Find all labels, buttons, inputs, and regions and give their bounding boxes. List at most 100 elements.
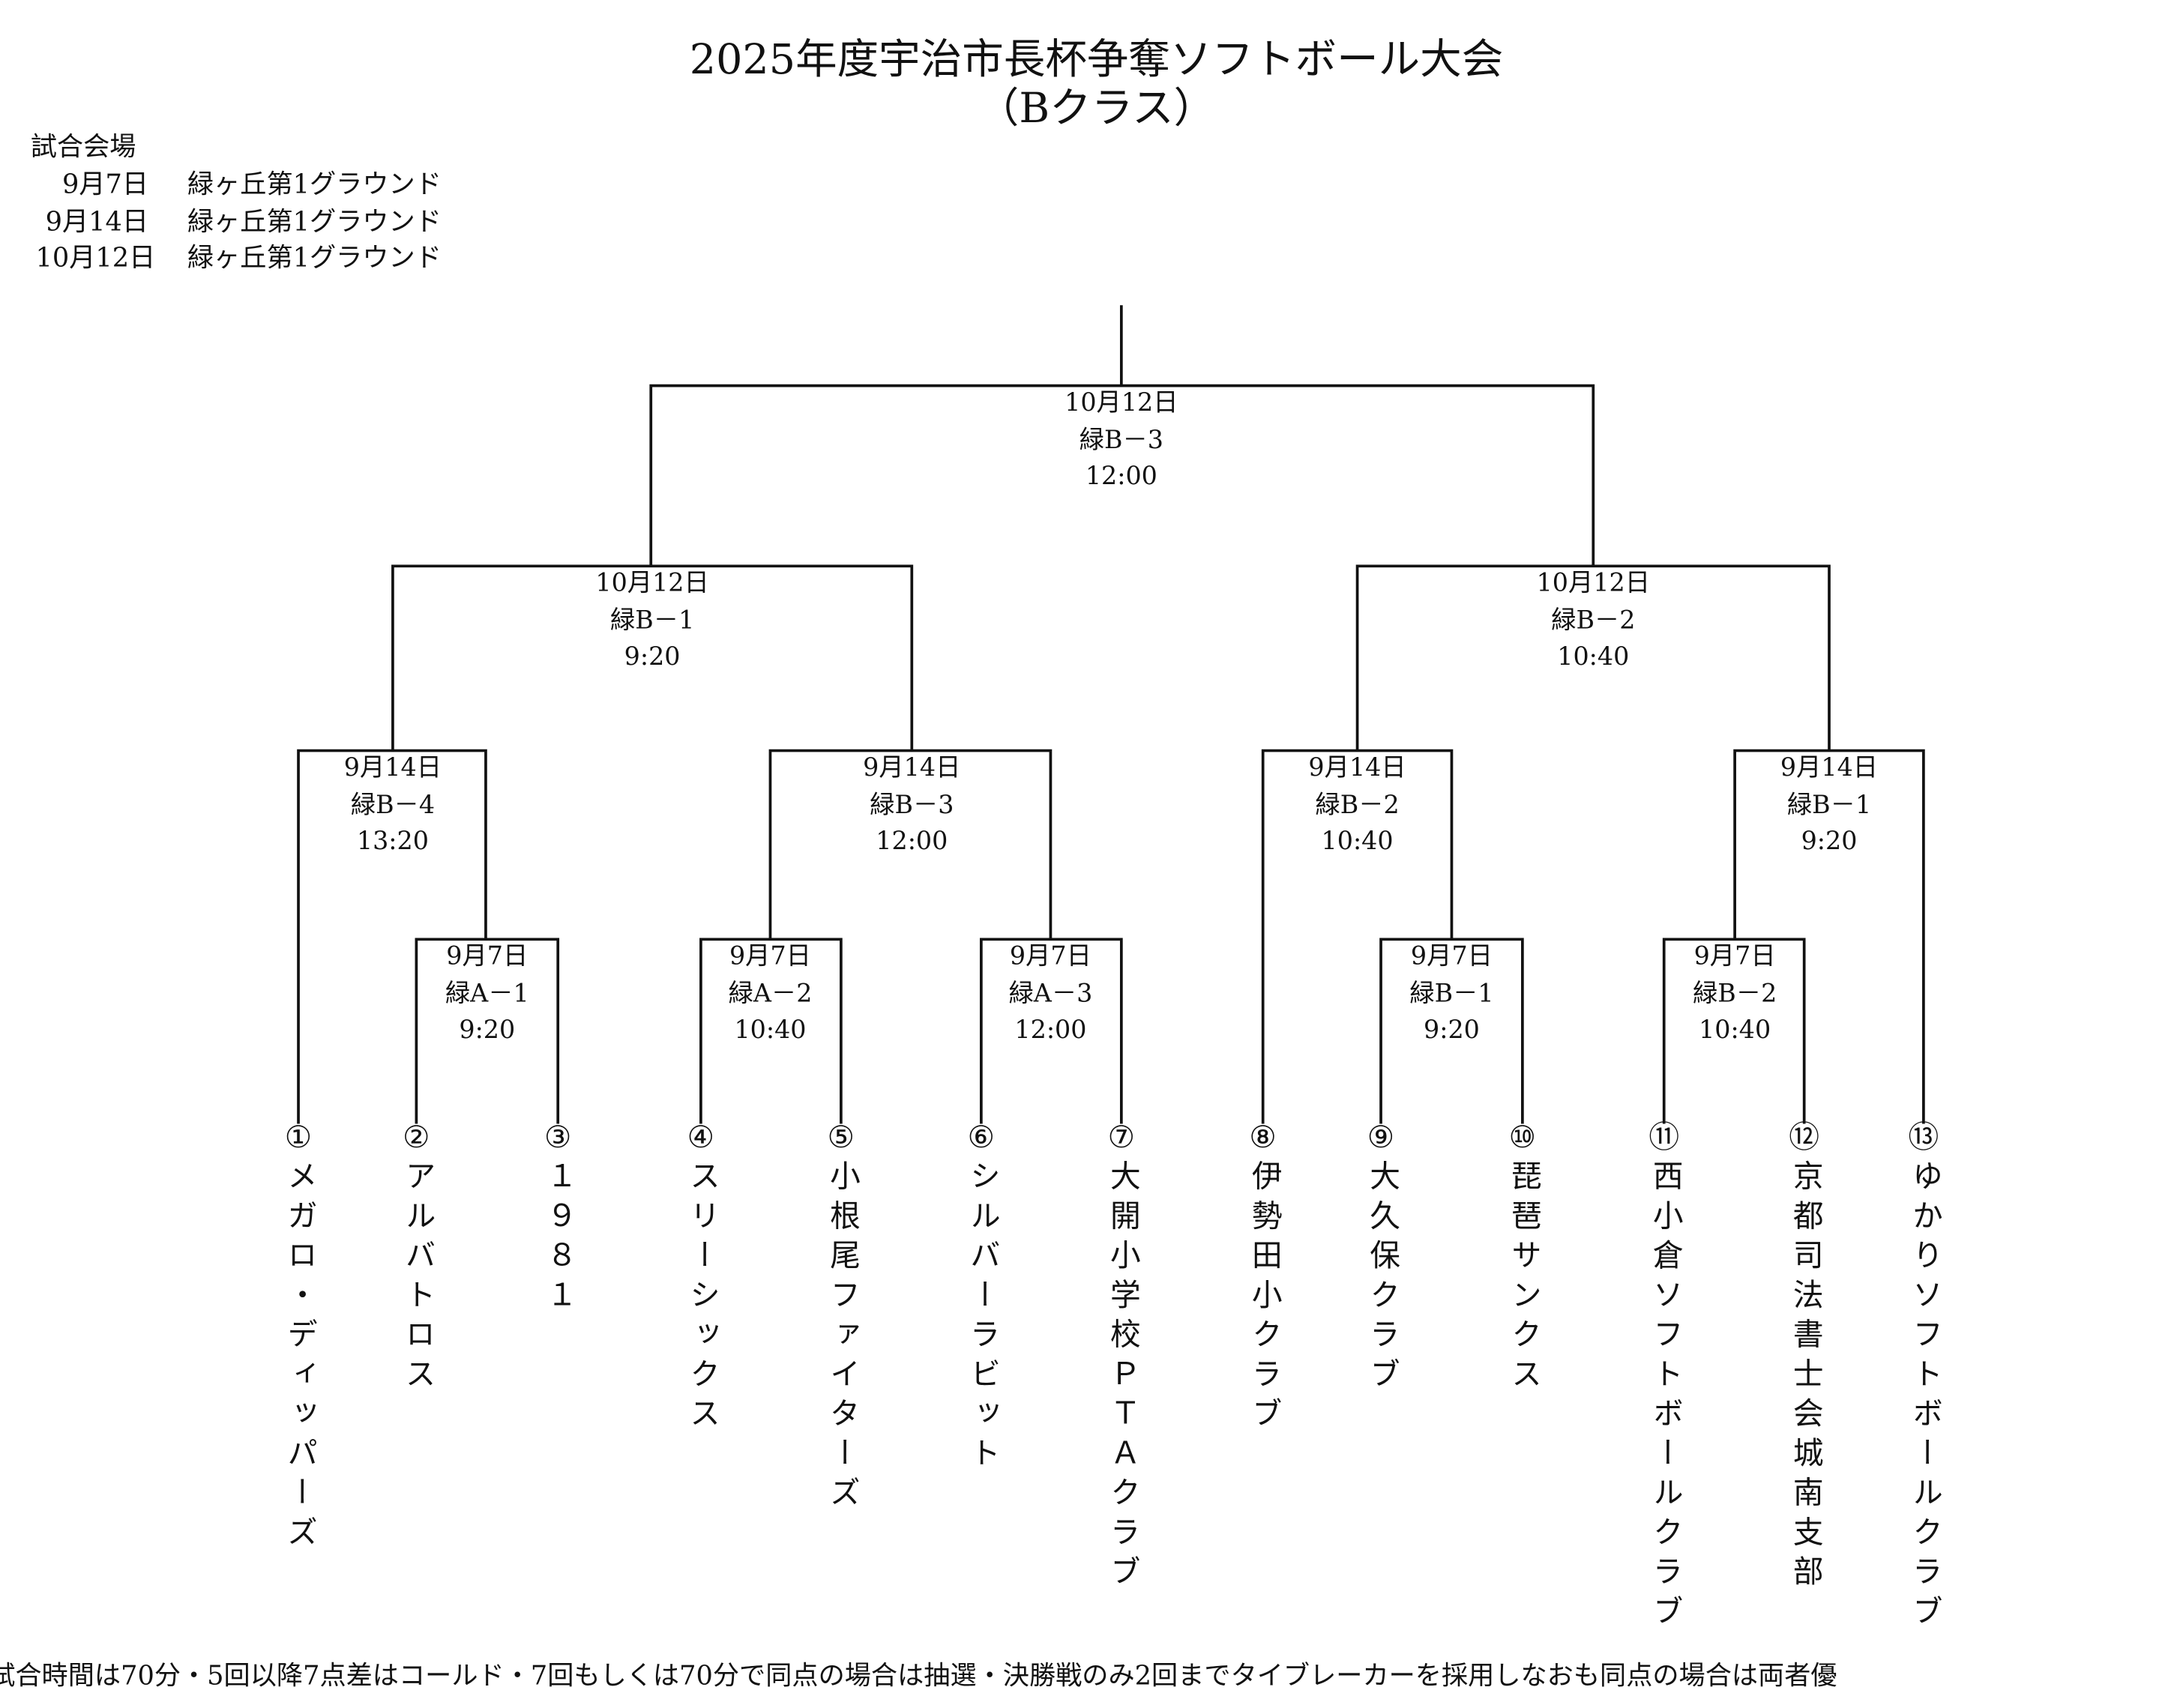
bracket-line-r1d <box>1379 938 1524 1124</box>
team-name: 小根尾ファイターズ <box>824 1159 859 1516</box>
bracket-line-qf1 <box>297 749 487 1124</box>
bracket-line-qf2 <box>768 749 1053 940</box>
match-info-r1c: 9月7日 緑A－3 12:00 <box>954 939 1148 1049</box>
match-court: 緑A－2 <box>728 979 813 1008</box>
match-info-r1e: 9月7日 緑B－2 10:40 <box>1638 939 1832 1049</box>
team-name: メガロ・ディッパーズ <box>281 1159 317 1556</box>
team-name: 伊勢田小クラブ <box>1246 1159 1281 1437</box>
match-info-qf2: 9月14日 緑B－3 12:00 <box>815 751 1009 861</box>
title-line-2: （Bクラス） <box>977 84 1216 133</box>
bracket-line-r1c <box>980 938 1123 1124</box>
team-number: ⑬ <box>1908 1120 1939 1156</box>
team-name: 大久保クラブ <box>1364 1159 1400 1398</box>
team-name: ゆかりソフトボールクラブ <box>1906 1159 1942 1635</box>
team-name: シルバーラビット <box>964 1159 999 1476</box>
match-time: 10:40 <box>1321 827 1394 857</box>
bracket-line-r1b <box>699 938 843 1124</box>
match-date: 9月14日 <box>1308 753 1406 783</box>
team-name: １９８１ <box>541 1159 576 1318</box>
bracket-line-final <box>649 384 1595 567</box>
match-court: 緑A－3 <box>1008 979 1093 1008</box>
team-number: ④ <box>687 1120 715 1156</box>
match-info-qf4: 9月14日 緑B－1 9:20 <box>1732 751 1926 861</box>
venue-date: 9月7日 <box>61 169 149 200</box>
match-court: 緑B－1 <box>1409 979 1494 1008</box>
match-court: 緑B－3 <box>1079 425 1164 455</box>
match-date: 10月12日 <box>1536 569 1651 598</box>
match-time: 12:00 <box>1085 462 1157 492</box>
match-info-r1b: 9月7日 緑A－2 10:40 <box>673 939 867 1049</box>
venue-heading: 試合会場 <box>30 131 136 163</box>
match-info-qf3: 9月14日 緑B－2 10:40 <box>1260 751 1454 861</box>
team-number: ② <box>403 1120 430 1156</box>
match-date: 10月12日 <box>595 569 709 598</box>
bracket-line-r1e <box>1662 938 1806 1124</box>
match-court: 緑B－4 <box>350 790 436 820</box>
team-name: 大開小学校ＰＴＡクラブ <box>1104 1159 1139 1596</box>
venue-place: 緑ヶ丘第1グラウンド <box>187 169 442 200</box>
match-time: 9:20 <box>459 1016 516 1045</box>
match-date: 9月7日 <box>1410 942 1493 971</box>
match-court: 緑B－2 <box>1692 979 1777 1008</box>
team-number: ⑩ <box>1508 1120 1537 1156</box>
team-number: ⑥ <box>967 1120 996 1156</box>
match-time: 10:40 <box>1557 642 1630 672</box>
venue-date: 10月12日 <box>35 242 156 274</box>
bracket-line-r1a <box>415 938 560 1124</box>
match-time: 12:00 <box>1014 1016 1087 1045</box>
match-court: 緑B－1 <box>1786 790 1872 820</box>
bracket-line-sf-right <box>1355 564 1831 751</box>
team-name: スリーシックス <box>684 1159 719 1437</box>
team-number: ⑨ <box>1367 1120 1395 1156</box>
match-time: 9:20 <box>1801 827 1858 857</box>
match-date: 9月7日 <box>1009 942 1091 971</box>
team-number: ⑧ <box>1249 1120 1277 1156</box>
venue-date: 9月14日 <box>45 206 149 238</box>
rules-note: 試合時間は70分・5回以降7点差はコールド・7回もしくは70分で同点の場合は抽選… <box>0 1661 1837 1692</box>
venue-place: 緑ヶ丘第1グラウンド <box>187 206 442 238</box>
match-time: 10:40 <box>734 1016 807 1045</box>
team-number: ③ <box>543 1120 572 1156</box>
bracket-line-qf3 <box>1261 749 1454 1124</box>
match-time: 13:20 <box>356 827 429 857</box>
match-date: 9月14日 <box>1780 753 1879 783</box>
title-line-1: 2025年度宇治市長杯争奪ソフトボール大会 <box>689 36 1504 85</box>
team-number: ① <box>284 1120 313 1156</box>
match-date: 9月14日 <box>343 753 442 783</box>
match-info-r1a: 9月7日 緑A－1 9:20 <box>390 939 584 1049</box>
venue-place: 緑ヶ丘第1グラウンド <box>187 242 442 274</box>
bracket-line-qf4 <box>1733 749 1925 1124</box>
match-time: 9:20 <box>624 642 681 672</box>
team-number: ⑪ <box>1648 1120 1680 1156</box>
match-court: 緑A－1 <box>445 979 529 1008</box>
match-time: 9:20 <box>1424 1016 1480 1045</box>
match-time: 10:40 <box>1699 1016 1771 1045</box>
match-date: 10月12日 <box>1065 388 1178 418</box>
team-number: ⑤ <box>827 1120 855 1156</box>
team-number: ⑦ <box>1107 1120 1136 1156</box>
match-court: 緑B－2 <box>1551 606 1636 635</box>
match-date: 9月7日 <box>446 942 529 971</box>
match-time: 12:00 <box>876 827 948 857</box>
match-info-sf-right: 10月12日 緑B－2 10:40 <box>1496 566 1690 676</box>
team-number: ⑫ <box>1789 1120 1820 1156</box>
match-info-final: 10月12日 緑B－3 12:00 <box>1024 386 1218 496</box>
match-court: 緑B－2 <box>1315 790 1400 820</box>
match-court: 緑B－1 <box>609 606 695 635</box>
match-date: 9月14日 <box>863 753 961 783</box>
